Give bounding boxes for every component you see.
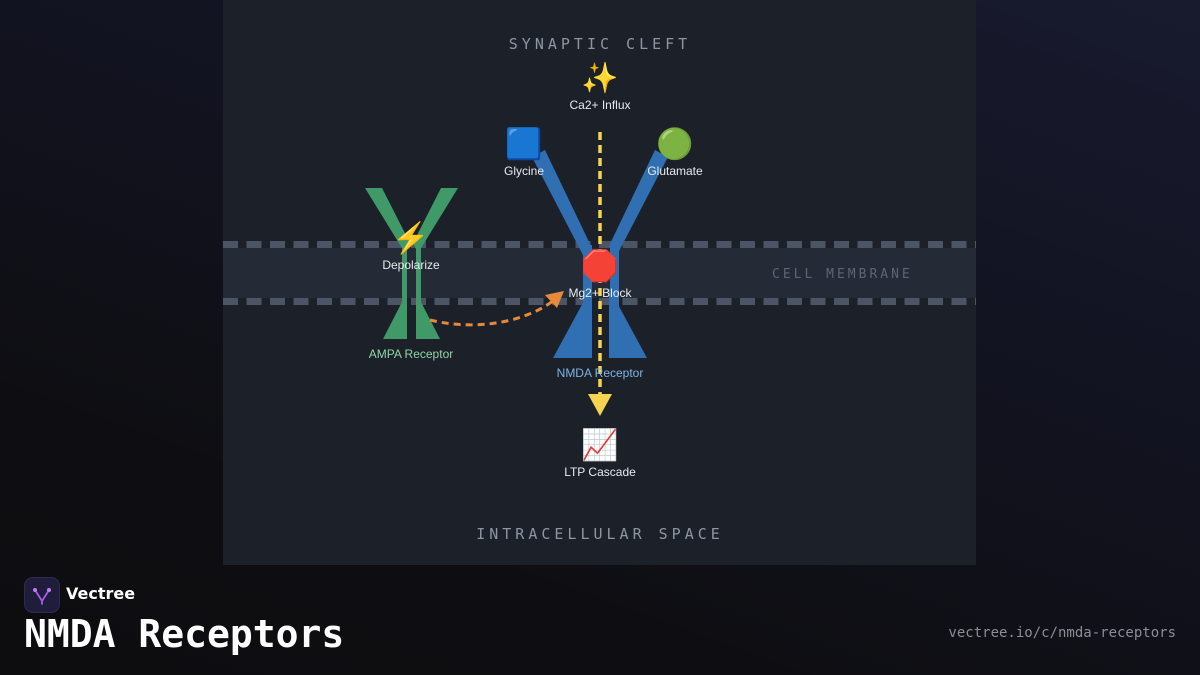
depolarize-node: ⚡ Depolarize bbox=[382, 222, 439, 272]
nmda-receptor bbox=[532, 150, 668, 358]
calcium-arrowhead bbox=[588, 394, 612, 416]
vectree-logo-icon bbox=[24, 577, 60, 613]
depolarize-label: Depolarize bbox=[382, 258, 440, 272]
tree-icon bbox=[33, 588, 51, 605]
brand-name: Vectree bbox=[66, 584, 136, 603]
ca-influx-label: Ca2+ Influx bbox=[569, 98, 631, 112]
glycine-label: Glycine bbox=[503, 164, 545, 178]
ca-influx-node: ✨ Ca2+ Influx bbox=[569, 62, 630, 112]
nmda-receptor-label: NMDA Receptor bbox=[556, 366, 644, 380]
glycine-node: 🟦 Glycine bbox=[504, 128, 544, 178]
blue-square-icon: 🟦 bbox=[505, 128, 543, 161]
lightning-icon: ⚡ bbox=[392, 222, 430, 255]
page-url: vectree.io/c/nmda-receptors bbox=[948, 625, 1176, 641]
glutamate-label: Glutamate bbox=[647, 164, 703, 178]
page-title: NMDA Receptors bbox=[24, 612, 345, 656]
mg-block-node: 🛑 Mg2+ Block bbox=[568, 250, 631, 300]
ampa-receptor bbox=[365, 188, 458, 339]
green-circle-icon: 🟢 bbox=[656, 128, 694, 161]
ampa-receptor-label: AMPA Receptor bbox=[368, 347, 454, 361]
mg-block-label: Mg2+ Block bbox=[568, 286, 632, 300]
ltp-cascade-node: 📈 LTP Cascade bbox=[564, 429, 636, 479]
glutamate-node: 🟢 Glutamate bbox=[647, 128, 702, 178]
stop-sign-icon: 🛑 bbox=[581, 250, 619, 283]
chart-increasing-icon: 📈 bbox=[581, 429, 619, 462]
depolarize-arrow-path bbox=[429, 299, 554, 327]
intracellular-space-label: INTRACELLULAR SPACE bbox=[476, 525, 724, 543]
depolarize-arrowhead bbox=[545, 291, 564, 308]
sparkles-icon: ✨ bbox=[581, 62, 619, 95]
synaptic-cleft-label: SYNAPTIC CLEFT bbox=[508, 35, 692, 53]
ltp-cascade-label: LTP Cascade bbox=[564, 465, 636, 479]
cell-membrane-label: CELL MEMBRANE bbox=[772, 267, 913, 282]
